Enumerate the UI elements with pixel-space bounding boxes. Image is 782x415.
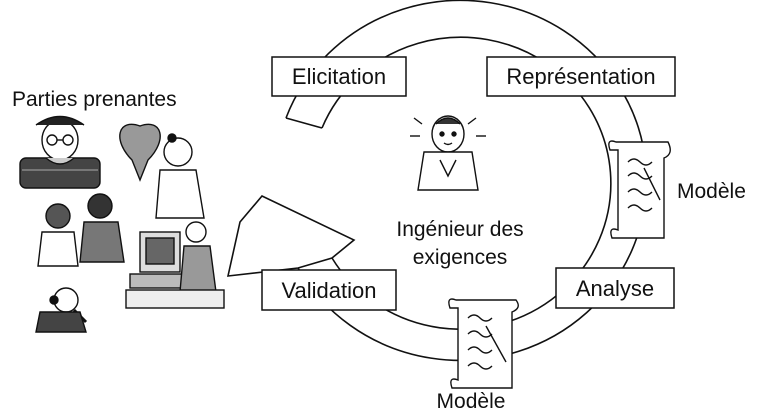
step-analysis-label: Analyse: [576, 276, 654, 301]
scroll-document-icon-bottom: [448, 298, 519, 389]
engineer-label-line1: Ingénieur des: [396, 218, 523, 241]
thinking-person-icon: [410, 115, 486, 191]
stakeholder-man-icon: [19, 115, 101, 189]
cycle-ring-tail: [285, 117, 323, 129]
stakeholders-label: Parties prenantes: [12, 88, 177, 111]
step-validation-box: Validation: [261, 269, 397, 311]
stakeholder-magnifier-icon: [35, 287, 88, 333]
cycle-arrow-head: [226, 195, 356, 277]
step-analysis-box: Analyse: [555, 267, 675, 309]
step-elicitation-label: Elicitation: [292, 64, 386, 89]
scroll-document-icon-right: [608, 140, 671, 239]
step-representation-label: Représentation: [506, 64, 655, 89]
engineer-label-line2: exigences: [413, 246, 508, 269]
model-right-label: Modèle: [677, 180, 746, 203]
step-representation-box: Représentation: [486, 56, 676, 97]
step-validation-label: Validation: [282, 278, 377, 303]
stakeholder-doctor-heart-icon: [119, 123, 205, 219]
cycle-ring-inner-arc: [321, 36, 612, 331]
stakeholders-clipart: [19, 115, 225, 333]
step-elicitation-box: Elicitation: [271, 56, 407, 97]
stakeholder-couple-icon: [37, 193, 125, 267]
model-bottom-label: Modèle: [437, 390, 506, 413]
stakeholder-computer-user-icon: [125, 221, 225, 309]
